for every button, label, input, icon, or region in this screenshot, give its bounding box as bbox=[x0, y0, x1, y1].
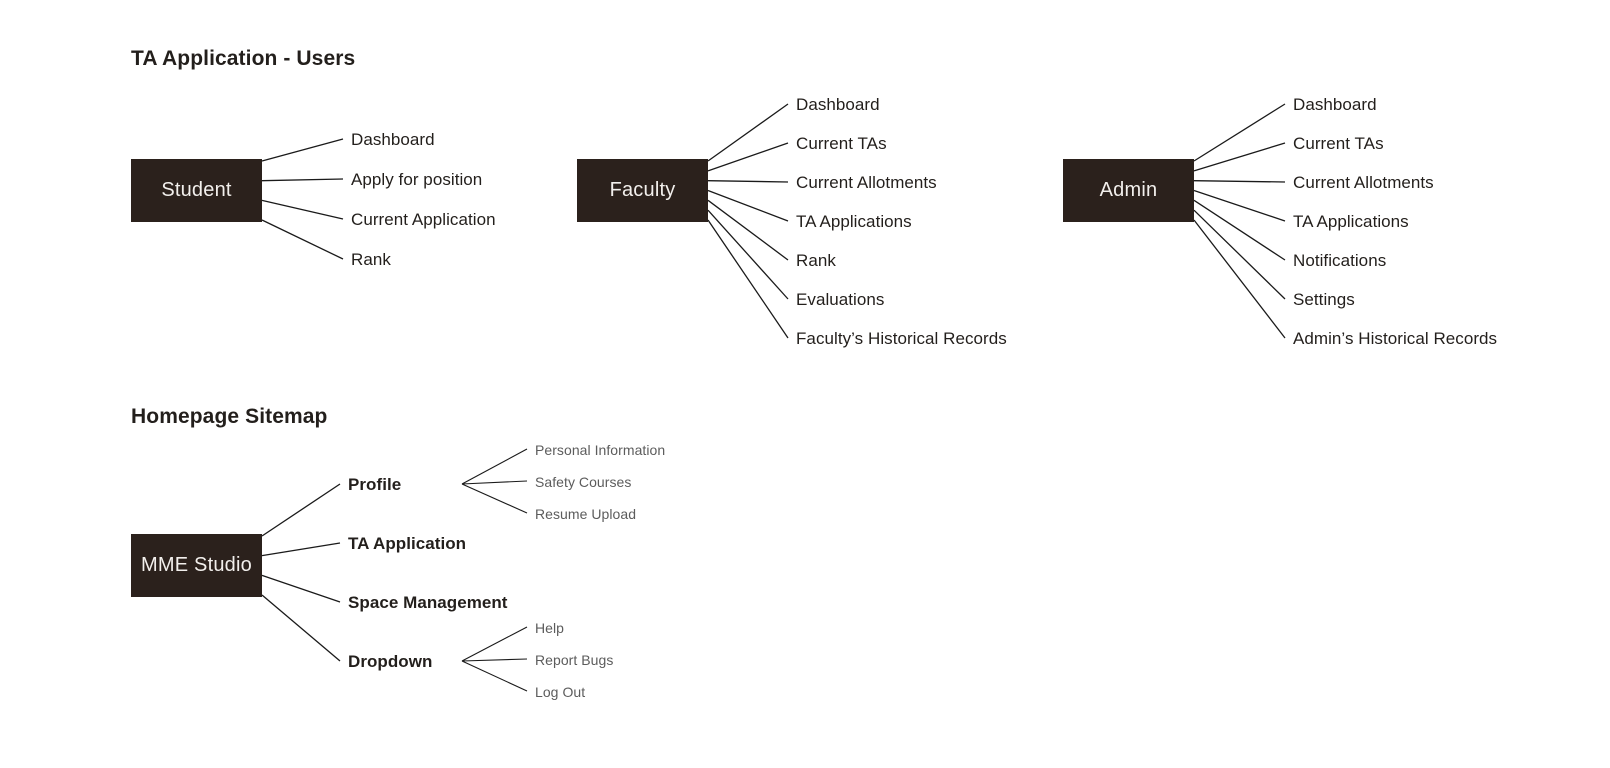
sub-connector-mme-studio-0-0 bbox=[461, 448, 528, 485]
sub-leaf-label[interactable]: Report Bugs bbox=[535, 652, 614, 668]
sub-connector-mme-studio-0-2 bbox=[461, 483, 528, 514]
sub-leaf-label[interactable]: Help bbox=[535, 620, 564, 636]
leaf-label[interactable]: Evaluations bbox=[796, 290, 885, 309]
connector-admin-4 bbox=[1193, 199, 1286, 261]
leaf-label[interactable]: Current Application bbox=[351, 210, 496, 229]
connector-student-0 bbox=[261, 138, 344, 162]
connector-faculty-6 bbox=[707, 219, 789, 339]
leaf-label[interactable]: Rank bbox=[351, 250, 391, 269]
connector-admin-6 bbox=[1193, 219, 1286, 339]
branch-label[interactable]: Dropdown bbox=[348, 652, 433, 671]
sub-connector-mme-studio-3-1 bbox=[461, 658, 528, 662]
connector-mme-studio-1 bbox=[261, 542, 341, 557]
node-box-label: Faculty bbox=[609, 179, 676, 201]
leaf-label[interactable]: TA Applications bbox=[796, 212, 912, 231]
branch-label[interactable]: Profile bbox=[348, 475, 402, 494]
sub-leaf-label[interactable]: Personal Information bbox=[535, 442, 666, 458]
connector-admin-3 bbox=[1193, 189, 1286, 222]
connector-admin-1 bbox=[1193, 142, 1286, 172]
node-box-student[interactable]: Student bbox=[131, 159, 262, 222]
section-title: TA Application - Users bbox=[131, 47, 356, 70]
node-box-label: MME Studio bbox=[141, 554, 252, 576]
leaf-label[interactable]: Settings bbox=[1293, 290, 1355, 309]
connector-faculty-3 bbox=[707, 189, 789, 222]
node-box-admin[interactable]: Admin bbox=[1063, 159, 1194, 222]
sub-connector-mme-studio-0-1 bbox=[461, 480, 528, 485]
leaf-label[interactable]: Dashboard bbox=[351, 130, 435, 149]
connector-student-2 bbox=[261, 199, 344, 220]
leaf-label[interactable]: Apply for position bbox=[351, 170, 483, 189]
leaf-label[interactable]: Dashboard bbox=[796, 95, 880, 114]
node-box-label: Student bbox=[161, 179, 232, 201]
leaf-label[interactable]: Current TAs bbox=[796, 134, 887, 153]
connector-faculty-0 bbox=[707, 103, 789, 162]
connector-mme-studio-0 bbox=[261, 483, 341, 537]
sub-leaf-label[interactable]: Log Out bbox=[535, 684, 586, 700]
leaf-label[interactable]: TA Applications bbox=[1293, 212, 1409, 231]
leaf-label[interactable]: Current Allotments bbox=[1293, 173, 1434, 192]
sub-connector-mme-studio-3-2 bbox=[461, 660, 528, 692]
connector-mme-studio-3 bbox=[261, 594, 341, 662]
connector-admin-5 bbox=[1193, 209, 1286, 300]
connector-faculty-5 bbox=[707, 209, 789, 300]
connector-mme-studio-2 bbox=[261, 574, 341, 603]
node-box-faculty[interactable]: Faculty bbox=[577, 159, 708, 222]
connector-faculty-2 bbox=[707, 180, 789, 183]
connector-admin-2 bbox=[1193, 180, 1286, 183]
section-title: Homepage Sitemap bbox=[131, 405, 328, 428]
leaf-label[interactable]: Notifications bbox=[1293, 251, 1387, 270]
connector-student-3 bbox=[261, 219, 344, 260]
leaf-label[interactable]: Rank bbox=[796, 251, 836, 270]
node-box-mme-studio[interactable]: MME Studio bbox=[131, 534, 262, 597]
branch-label[interactable]: Space Management bbox=[348, 593, 508, 612]
leaf-label[interactable]: Current TAs bbox=[1293, 134, 1384, 153]
connector-admin-0 bbox=[1193, 103, 1286, 162]
leaf-label[interactable]: Dashboard bbox=[1293, 95, 1377, 114]
branch-label[interactable]: TA Application bbox=[348, 534, 467, 553]
sub-leaf-label[interactable]: Resume Upload bbox=[535, 506, 637, 522]
node-box-label: Admin bbox=[1099, 179, 1158, 201]
leaf-label[interactable]: Admin’s Historical Records bbox=[1293, 329, 1498, 348]
leaf-label[interactable]: Current Allotments bbox=[796, 173, 937, 192]
connector-student-1 bbox=[261, 178, 344, 182]
sub-connector-mme-studio-3-0 bbox=[461, 626, 528, 662]
leaf-label[interactable]: Faculty’s Historical Records bbox=[796, 329, 1007, 348]
connector-faculty-1 bbox=[707, 142, 789, 172]
sub-leaf-label[interactable]: Safety Courses bbox=[535, 474, 632, 490]
connector-faculty-4 bbox=[707, 199, 789, 261]
